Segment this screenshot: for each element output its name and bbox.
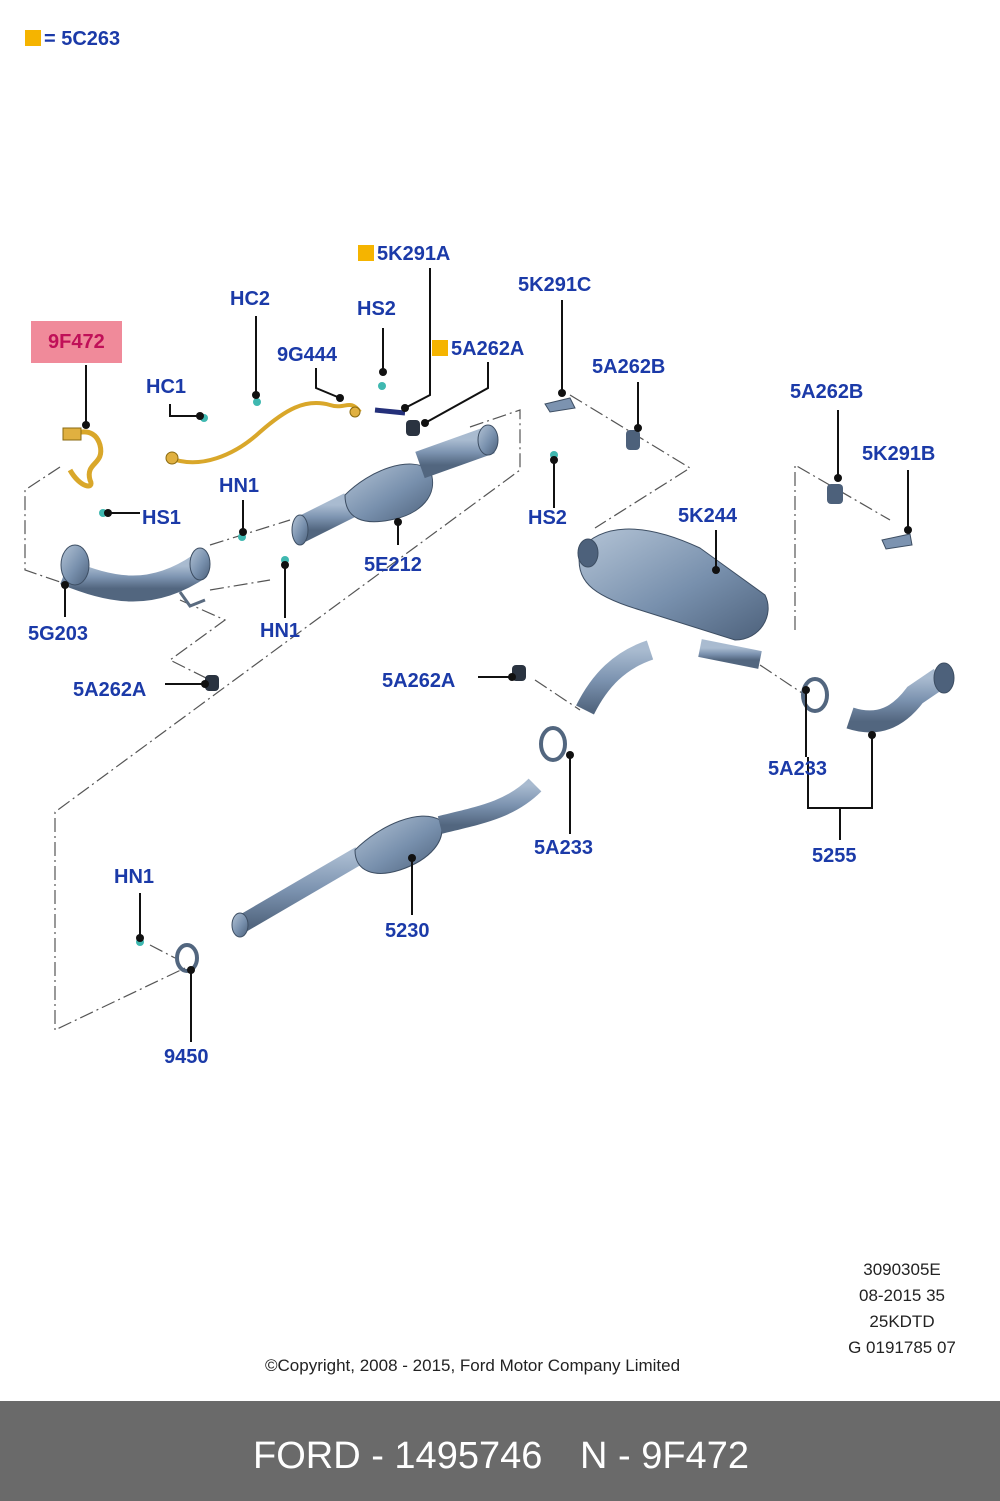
label-5a262a-left: 5A262A xyxy=(73,679,147,701)
legend: = 5C263 xyxy=(25,29,120,49)
label-5a233-center: 5A233 xyxy=(534,837,593,859)
hardware-parts xyxy=(99,382,913,973)
label-hn1-mid: HN1 xyxy=(260,620,301,642)
label-hs2-mid: HS2 xyxy=(528,507,567,529)
label-5e212: 5E212 xyxy=(364,554,422,576)
copyright-notice: ©Copyright, 2008 - 2015, Ford Motor Comp… xyxy=(265,1356,681,1375)
label-9g444: 9G444 xyxy=(277,344,338,366)
footer-part-number: FORD - 1495746 xyxy=(253,1435,543,1477)
leader-dots xyxy=(61,368,912,974)
meta-line: G 0191785 07 xyxy=(848,1338,956,1357)
exhaust-diagram: = 5C263 9F472 5K291A HC2 HS2 5A262A 9G44… xyxy=(24,29,972,1375)
label-5230: 5230 xyxy=(385,920,430,942)
label-hn1-bottom: HN1 xyxy=(114,866,155,888)
label-5k291b: 5K291B xyxy=(862,443,936,465)
label-5a262b-right: 5A262B xyxy=(790,381,864,403)
label-5k291c: 5K291C xyxy=(518,274,592,296)
harness-9g444 xyxy=(165,401,362,465)
footer-bar: FORD - 1495746 N - 9F472 xyxy=(0,1401,1000,1501)
label-hn1-top: HN1 xyxy=(219,475,260,497)
label-hs2-top: HS2 xyxy=(357,298,396,320)
label-5k291a: 5K291A xyxy=(358,244,450,264)
footer-part-code: N - 9F472 xyxy=(580,1435,749,1477)
label-5a233-right: 5A233 xyxy=(768,758,827,780)
oxygen-sensor-9f472 xyxy=(62,427,104,489)
assembly-outlines xyxy=(24,394,891,1031)
marker-icon xyxy=(358,245,374,261)
label-5a262b-mid: 5A262B xyxy=(592,356,666,378)
marker-icon xyxy=(432,340,448,356)
front-pipe-5g203 xyxy=(60,544,211,608)
label-5a262a-center: 5A262A xyxy=(382,670,456,692)
label-5255: 5255 xyxy=(812,845,857,867)
intermediate-pipe-5230 xyxy=(231,778,542,938)
label-5k244: 5K244 xyxy=(678,505,737,527)
rear-muffler-5k244 xyxy=(576,528,769,715)
meta-line: 3090305E xyxy=(863,1260,941,1279)
label-5g203: 5G203 xyxy=(28,623,89,645)
catalytic-converter-5e212 xyxy=(291,424,499,546)
meta-line: 08-2015 35 xyxy=(858,1286,946,1305)
label-9f472-highlighted: 9F472 xyxy=(31,321,122,363)
label-hs1: HS1 xyxy=(142,507,181,529)
tail-pipe-5255 xyxy=(846,662,955,733)
label-5a262a-top: 5A262A xyxy=(432,339,524,359)
legend-marker-icon xyxy=(25,30,41,46)
meta-line: 25KDTD xyxy=(869,1312,935,1331)
label-hc1: HC1 xyxy=(146,376,187,398)
document-metadata: 3090305E 08-2015 35 25KDTD G 0191785 07 xyxy=(832,1257,972,1361)
label-hc2: HC2 xyxy=(230,288,271,310)
diagram-drawing xyxy=(24,268,955,1042)
label-9450: 9450 xyxy=(164,1046,209,1068)
leader-lines xyxy=(64,268,909,1042)
